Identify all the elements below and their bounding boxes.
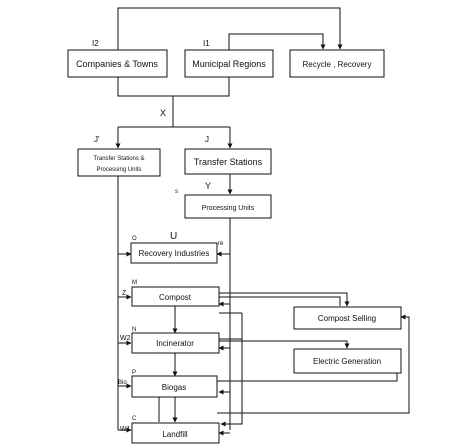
box-incinerator: Incinerator xyxy=(131,332,220,354)
transfer-processing-label-2: Processing Units xyxy=(96,167,141,173)
box-recovery: Recovery Industries xyxy=(130,242,218,264)
label-x: X xyxy=(160,108,166,118)
transfer-label: Transfer Stations xyxy=(194,157,263,167)
label-c: C xyxy=(132,416,137,422)
incinerator-to-electric-arrow xyxy=(219,340,350,349)
label-u: U xyxy=(170,231,177,242)
companies-label: Companies & Towns xyxy=(76,59,158,69)
label-m: M xyxy=(132,280,137,286)
compost-selling-label: Compost Selling xyxy=(318,314,376,323)
incinerator-label: Incinerator xyxy=(156,339,194,348)
box-electric: Electric Generation xyxy=(293,348,402,374)
label-i2: I2 xyxy=(92,39,99,48)
label-y: Y xyxy=(205,181,211,191)
recovery-label: Recovery Industries xyxy=(139,249,210,258)
transfer-processing-label-1: Transfer Stations & xyxy=(93,156,144,162)
connectors xyxy=(115,7,410,436)
municipal-label: Municipal Regions xyxy=(192,59,266,69)
biogas-label: Biogas xyxy=(162,383,186,392)
label-z: Z xyxy=(122,290,127,297)
municipal-to-recycle-arrow xyxy=(228,33,326,50)
electric-label: Electric Generation xyxy=(313,357,381,366)
label-j-prime: J' xyxy=(94,135,100,144)
box-municipal: Municipal Regions xyxy=(184,49,274,78)
processing-label: Processing Units xyxy=(202,205,255,212)
label-re: re xyxy=(218,241,224,247)
box-companies: Companies & Towns xyxy=(67,49,168,78)
label-p: P xyxy=(132,370,136,376)
box-processing: Processing Units xyxy=(184,194,272,219)
label-w2: W2 xyxy=(120,335,131,342)
label-o: O xyxy=(132,236,137,242)
label-i1: I1 xyxy=(203,39,210,48)
compost-label: Compost xyxy=(159,293,192,302)
compost-to-selling-arrow xyxy=(219,292,350,307)
inner-right-trunk xyxy=(220,313,243,427)
label-w1: W1 xyxy=(120,426,131,433)
top-feedback-arrow xyxy=(117,7,343,50)
box-recycle: Recycle , Recovery xyxy=(289,49,385,78)
box-biogas: Biogas xyxy=(131,375,218,398)
label-s: s xyxy=(175,189,178,195)
outer-right-loop-arrow xyxy=(217,314,410,414)
recycle-label: Recycle , Recovery xyxy=(303,60,372,69)
box-transfer-processing: Transfer Stations & Processing Units xyxy=(77,148,161,177)
box-compost: Compost xyxy=(131,286,220,307)
compost-selling-feedback-line xyxy=(219,296,341,306)
label-j: J xyxy=(205,135,209,144)
label-bio: Bio xyxy=(118,380,127,386)
flow-labels: I2 I1 X J' J Y s U O re M Z N W2 P Bio C… xyxy=(92,39,224,433)
box-landfill: Landfill xyxy=(131,422,220,444)
box-transfer: Transfer Stations xyxy=(184,148,272,175)
collector-line xyxy=(117,77,230,97)
landfill-label: Landfill xyxy=(162,430,188,439)
label-n: N xyxy=(132,327,136,333)
box-compost-selling: Compost Selling xyxy=(293,306,402,330)
